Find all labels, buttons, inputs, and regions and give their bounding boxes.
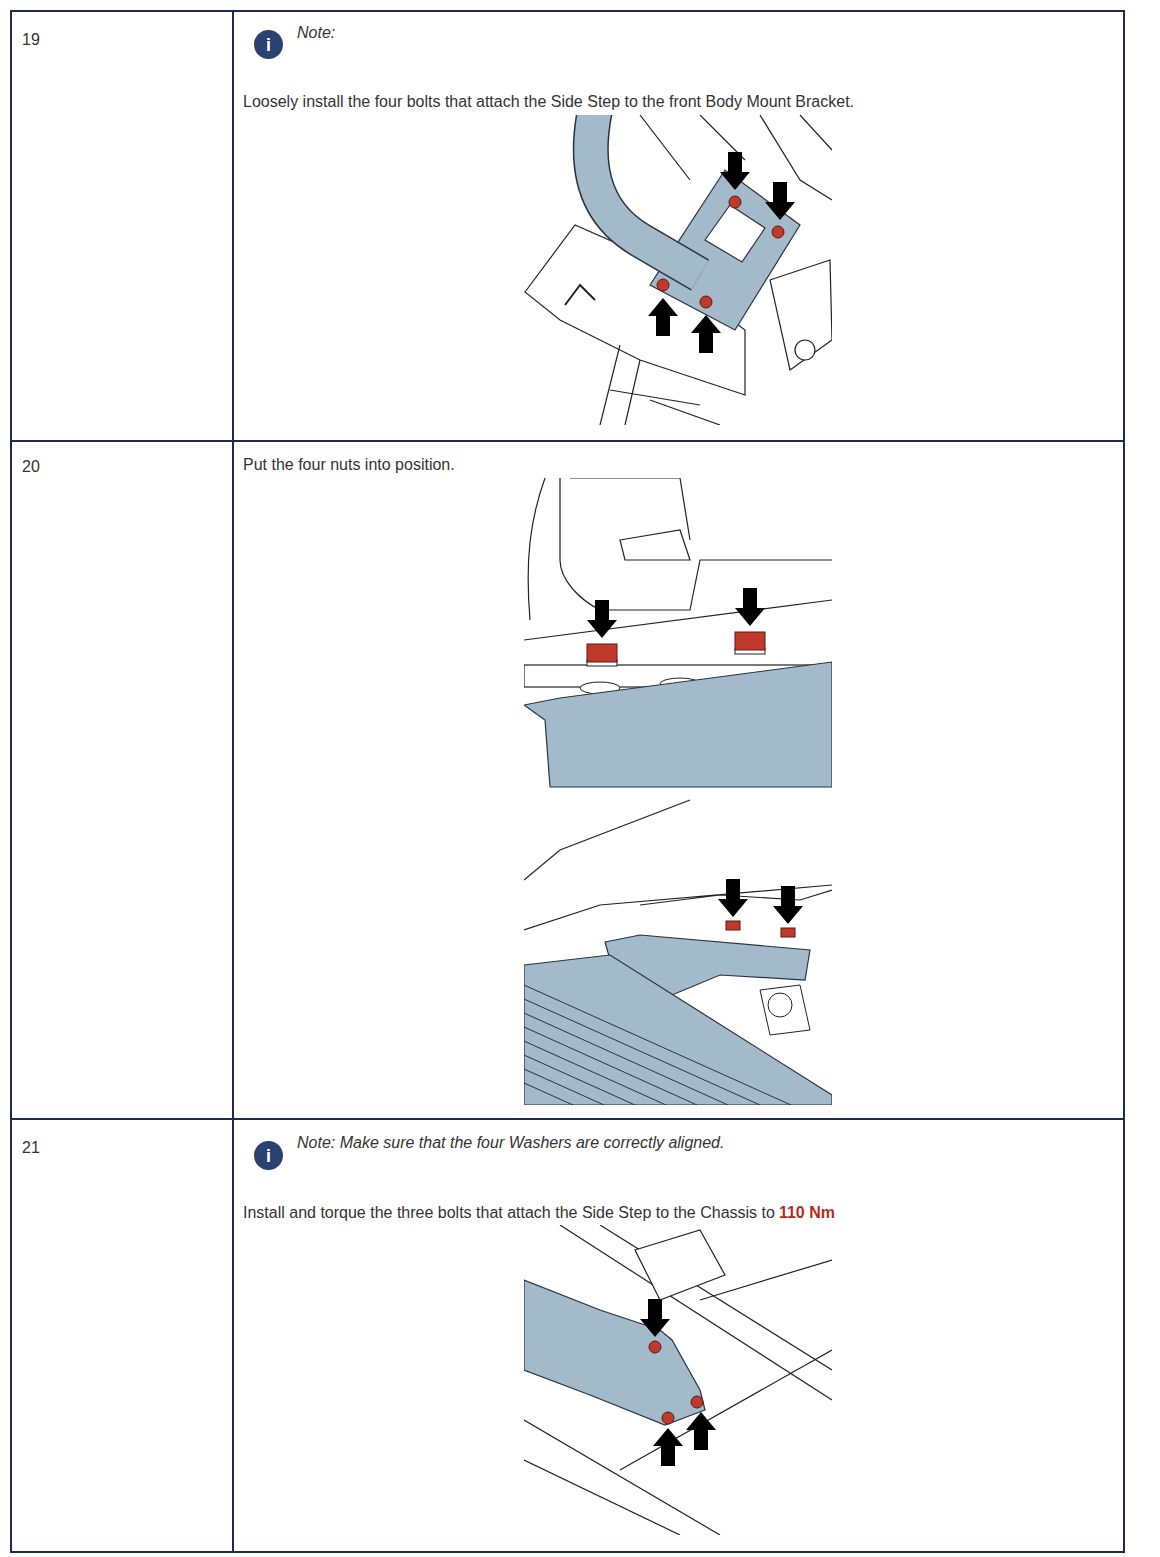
info-icon: i [254,1141,283,1170]
bracket-illustration [525,115,832,425]
chassis-illustration [653,1428,683,1466]
bracket-illustration [770,260,832,370]
step-illustration [781,928,795,937]
step-illustration [524,985,791,1105]
step-illustration [524,1083,573,1105]
table-grid [11,11,1124,1552]
nut-illustration [620,530,690,560]
chassis-illustration [524,1280,705,1425]
nut-illustration [735,632,765,650]
step-illustration [524,800,832,930]
table-grid [11,11,1124,1552]
step-illustration [768,993,792,1017]
nut-illustration [528,478,832,620]
bracket-illustration [720,152,750,190]
step-illustration [726,921,740,930]
note-text: Note: Make sure that the four Washers ar… [297,1133,724,1153]
chassis-illustration [640,1299,670,1337]
bracket-illustration [648,298,678,336]
chassis-illustration [524,1225,832,1535]
chassis-illustration [649,1341,703,1424]
bracket-illustration [705,205,765,262]
chassis-illustration [635,1230,725,1300]
step-illustration [718,879,748,917]
table-grid [11,1118,1124,1120]
step-illustration [524,800,832,1105]
bracket-illustration [691,315,721,353]
step-number: 20 [22,457,40,477]
bracket-illustration [600,345,720,425]
bracket-illustration [591,115,700,275]
chassis-illustration [649,1341,661,1353]
bracket-illustration [700,296,712,308]
info-letter: i [266,1147,271,1165]
table-grid [232,11,234,1552]
info-icon: i [254,30,283,59]
nut-illustration [735,588,765,626]
step-illustration [773,886,803,924]
step-illustration [524,1041,666,1105]
chassis-illustration [686,1412,716,1450]
instruction-text: Put the four nuts into position. [243,455,455,475]
step-number: 19 [22,30,40,50]
chassis-illustration [691,1396,703,1408]
nut-illustration [524,662,832,787]
step-illustration [524,1027,697,1105]
bracket-illustration [765,182,795,220]
nut-illustration [587,644,617,662]
chassis-illustration [524,1225,832,1535]
step-illustration [524,955,832,1105]
step-illustration [524,1013,728,1105]
bracket-illustration [657,196,784,308]
step-illustration [524,1055,635,1105]
nut-illustration [587,600,617,638]
bracket-illustration [795,340,815,360]
bracket-illustration [729,196,741,208]
bracket-illustration [591,115,700,275]
chassis-illustration [662,1412,674,1424]
instruction-text: Install and torque the three bolts that … [243,1203,775,1223]
nut-illustration [524,478,832,787]
step-illustration [524,985,791,1105]
step-illustration [524,1069,604,1105]
instruction-text: Loosely install the four bolts that atta… [243,92,854,112]
step-illustration [760,985,810,1035]
bracket-illustration [657,279,669,291]
bracket-illustration [772,226,784,238]
bracket-illustration [565,285,595,305]
torque-value: 110 Nm [779,1203,835,1223]
table-grid [11,440,1124,442]
step-number: 21 [22,1138,40,1158]
nut-illustration [524,600,832,640]
bracket-illustration [640,115,832,200]
info-letter: i [266,36,271,54]
step-illustration [524,999,760,1105]
note-heading: Note: [297,23,335,43]
